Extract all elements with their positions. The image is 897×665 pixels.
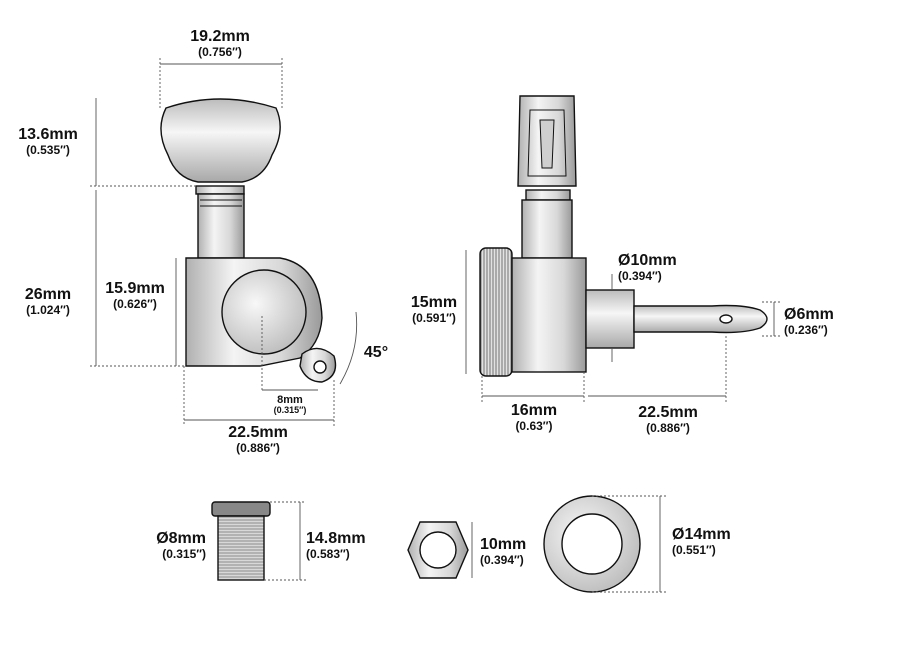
label-washer-diameter: Ø14mm (0.551″) [672,526,762,557]
string-post [633,304,768,334]
dim-in: (0.756″) [198,44,242,59]
dim-in: (0.236″) [784,322,828,337]
dim-in: (0.394″) [618,268,662,283]
dim-mm: 26mm [24,286,72,303]
dim-mm: 19.2mm [190,28,250,45]
side-collar [525,189,571,201]
dim-mm: 10mm [480,536,527,553]
dim-mm: 15.9mm [105,280,165,297]
label-button-height: 13.6mm (0.535″) [8,126,88,157]
dim-mm: 22.5mm [638,404,698,421]
label-post-diameter: Ø10mm (0.394″) [618,252,708,283]
dim-in: (0.886″) [236,440,280,455]
label-bushing-height: 14.8mm (0.583″) [306,530,386,561]
dim-in: (0.315″) [273,405,307,416]
label-housing-depth: 16mm (0.63″) [494,402,574,433]
dim-in: (1.024″) [26,302,70,317]
dim-in: (0.394″) [480,552,524,567]
label-total-width: 22.5mm (0.886″) [208,424,308,455]
button-shaft [197,193,245,259]
dim-mm: 16mm [510,402,558,419]
knurled-knob [479,247,513,377]
dim-in: (0.583″) [306,546,350,561]
label-angle: 45° [356,344,396,362]
dim-mm: Ø6mm [784,306,834,323]
side-housing [511,257,587,373]
label-hole-offset: 8mm (0.315″) [262,394,318,416]
washer [543,495,641,593]
dim-in: (0.626″) [113,296,157,311]
side-view [479,95,768,377]
string-hole [719,314,733,324]
label-side-height: 15mm (0.591″) [402,294,466,325]
mounting-hole [313,360,327,374]
dim-mm: 8mm [277,394,303,406]
dimension-lines [90,58,780,593]
dim-mm: Ø14mm [672,526,731,543]
bushing [211,501,271,581]
side-shaft [521,199,573,259]
dim-in: (0.315″) [162,546,206,561]
hex-nut [407,521,469,579]
dim-mm: Ø8mm [156,530,206,547]
dim-in: (0.591″) [412,310,456,325]
dim-in: (0.63″) [515,418,553,433]
gear-cover [221,269,307,355]
dim-mm: Ø10mm [618,252,677,269]
front-view [160,98,337,383]
string-post-base [585,289,635,349]
dim-in: (0.551″) [672,542,716,557]
label-string-post: Ø6mm (0.236″) [784,306,864,337]
label-button-width: 19.2mm (0.756″) [170,28,270,59]
dim-in: (0.535″) [26,142,70,157]
dim-mm: 22.5mm [228,424,288,441]
label-housing-height: 15.9mm (0.626″) [98,280,172,311]
dim-mm: 15mm [410,294,458,311]
tuner-button [160,98,281,183]
label-total-height: 26mm (1.024″) [8,286,88,317]
label-bushing-diameter: Ø8mm (0.315″) [130,530,206,561]
label-post-length: 22.5mm (0.886″) [618,404,718,435]
dim-in: (0.886″) [646,420,690,435]
label-nut-size: 10mm (0.394″) [480,536,560,567]
dim-mm: 13.6mm [18,126,78,143]
dim-mm: 14.8mm [306,530,366,547]
dim-angle: 45° [363,344,389,361]
button-collar [195,185,245,195]
